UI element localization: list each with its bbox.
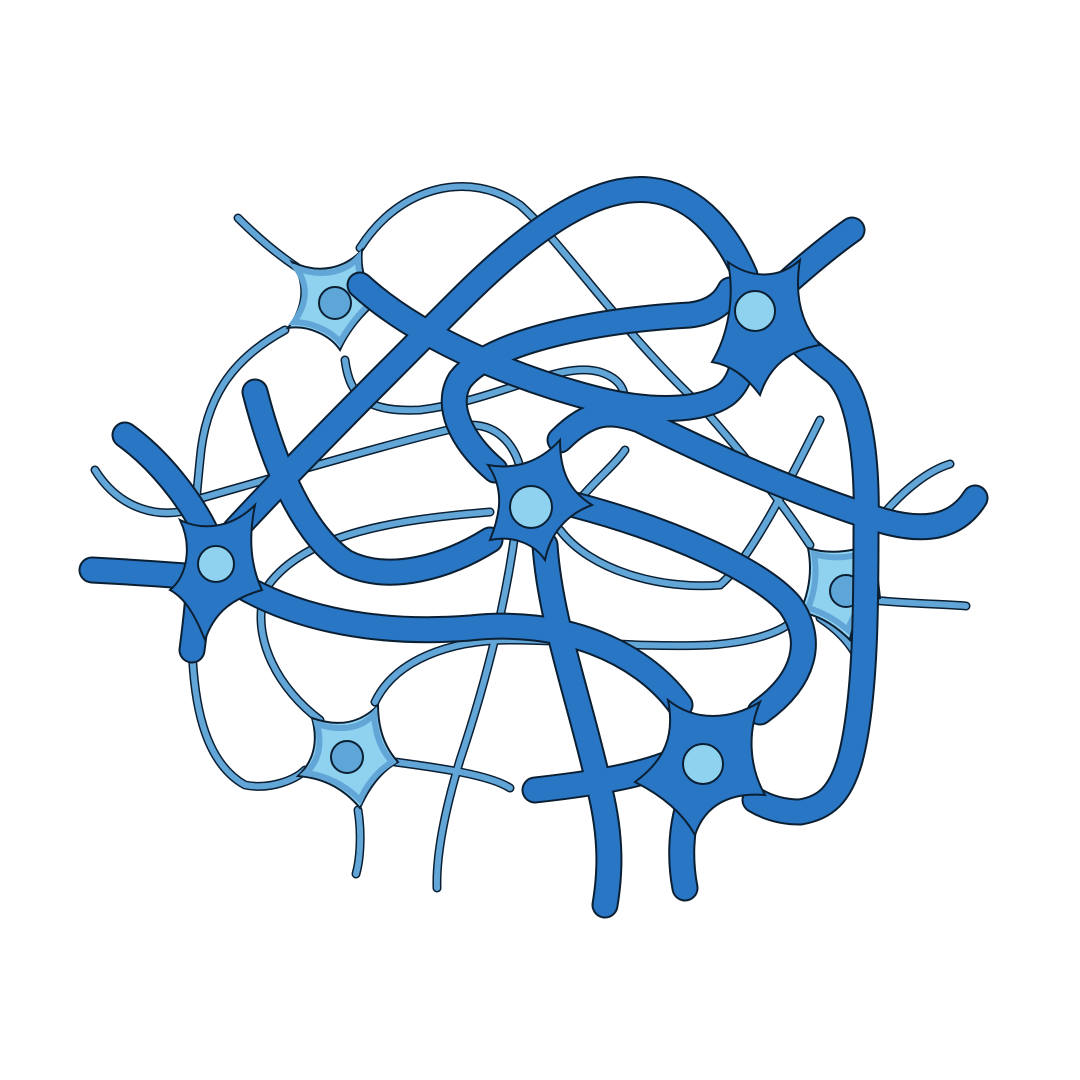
- large-neuron-left: [168, 501, 264, 643]
- large-neuron-bottom-right: [633, 697, 767, 838]
- large-neuron-top-right: [710, 257, 822, 398]
- thin-process-fill: [869, 597, 969, 609]
- nucleus: [318, 286, 352, 320]
- nucleus: [197, 545, 235, 583]
- small-soma-rim: [287, 250, 379, 348]
- nucleus: [734, 290, 776, 332]
- thin-process-fill: [433, 487, 523, 891]
- thick-process-fill: [563, 493, 815, 724]
- small-neuron-bottom-left: [295, 702, 400, 810]
- thick-process-fill: [80, 558, 197, 588]
- thick-process-fill: [243, 380, 502, 584]
- thick-process-fill: [533, 533, 621, 917]
- thick-process-fill: [442, 278, 742, 482]
- thin-process-fill: [235, 215, 301, 271]
- thin-process-fill: [258, 509, 493, 723]
- thick-process-fill: [743, 318, 878, 824]
- thick-process-fill: [548, 402, 987, 539]
- small-soma-layer: [285, 247, 882, 810]
- nucleus: [682, 743, 724, 785]
- thin-process-fill: [392, 759, 513, 791]
- large-soma-layer: [168, 257, 822, 838]
- nucleus: [509, 485, 553, 529]
- thick-process-fill: [223, 178, 757, 542]
- thin-process-fill: [353, 807, 364, 877]
- small-soma-rim: [299, 706, 397, 806]
- nucleus: [330, 740, 364, 774]
- thick-process-fill: [228, 573, 692, 717]
- large-neuron-center: [485, 437, 595, 563]
- thick-process-fill: [113, 423, 217, 542]
